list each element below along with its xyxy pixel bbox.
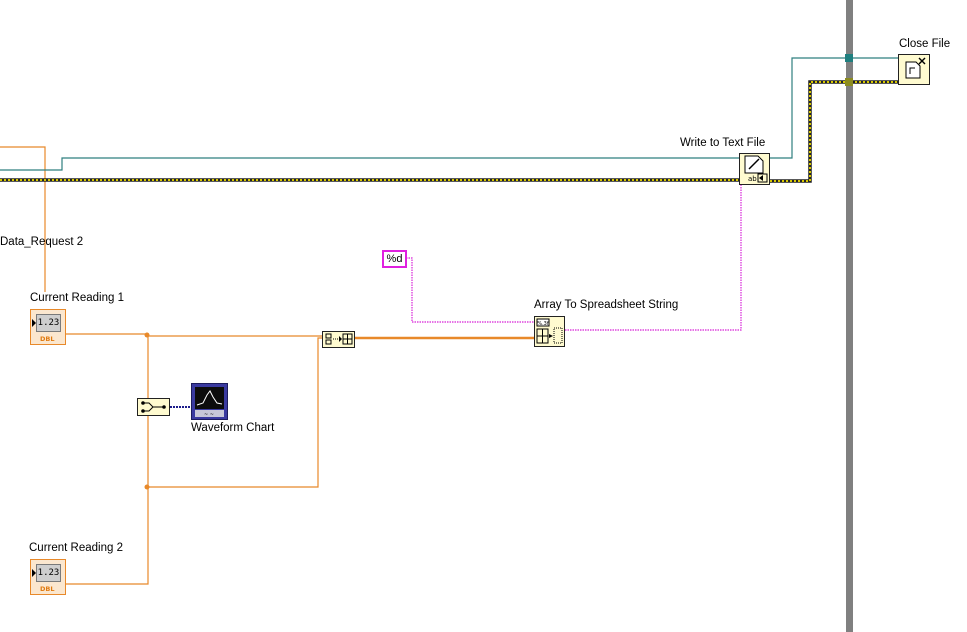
refnum-wire[interactable]	[0, 57, 898, 171]
structure-border	[846, 0, 853, 632]
waveform-chart-icon: ~ ~	[191, 383, 228, 420]
build-array-icon	[322, 331, 355, 348]
data-type-label: DBL	[40, 335, 55, 343]
svg-text:ab: ab	[748, 175, 757, 183]
array-to-spreadsheet-icon: %.3f	[534, 316, 565, 347]
numeric-value: 1.23	[36, 564, 61, 582]
current-reading-2-indicator[interactable]: 1.23 DBL	[30, 559, 66, 595]
data-type-label: DBL	[40, 585, 55, 593]
input-terminal-icon	[32, 319, 36, 327]
merge-signals-icon	[137, 398, 170, 416]
current-reading-1-label: Current Reading 1	[30, 292, 124, 304]
waveform-chart-label: Waveform Chart	[191, 422, 275, 434]
current-reading-1-indicator[interactable]: 1.23 DBL	[30, 309, 66, 345]
string-wires[interactable]	[406, 185, 742, 331]
error-tunnel	[845, 78, 853, 86]
write-to-text-file-node[interactable]: ab	[739, 153, 770, 185]
close-file-label: Close File	[899, 38, 951, 50]
svg-text:%.3f: %.3f	[537, 321, 549, 327]
write-text-file-icon: ab	[739, 153, 770, 185]
format-string-constant[interactable]: %d	[382, 250, 407, 268]
close-file-node[interactable]	[898, 54, 930, 85]
build-array-node[interactable]	[322, 331, 355, 348]
close-file-icon	[898, 54, 930, 85]
array-to-spreadsheet-node[interactable]: %.3f	[534, 316, 565, 347]
waveform-chart-terminal[interactable]: ~ ~	[191, 383, 228, 420]
wire-junction	[144, 484, 150, 490]
array-to-spreadsheet-label: Array To Spreadsheet String	[534, 299, 679, 311]
data-request-label: Data_Request 2	[0, 236, 84, 248]
refnum-tunnel	[845, 54, 853, 62]
numeric-wires[interactable]	[0, 146, 322, 585]
numeric-value: 1.23	[36, 314, 61, 332]
current-reading-2-label: Current Reading 2	[29, 542, 123, 554]
svg-text:~ ~: ~ ~	[204, 412, 214, 418]
wire-junction	[144, 332, 150, 338]
merge-signals-node[interactable]	[137, 398, 170, 416]
write-to-text-file-label: Write to Text File	[680, 137, 766, 149]
input-terminal-icon	[32, 569, 36, 577]
error-wire[interactable]	[0, 80, 898, 183]
